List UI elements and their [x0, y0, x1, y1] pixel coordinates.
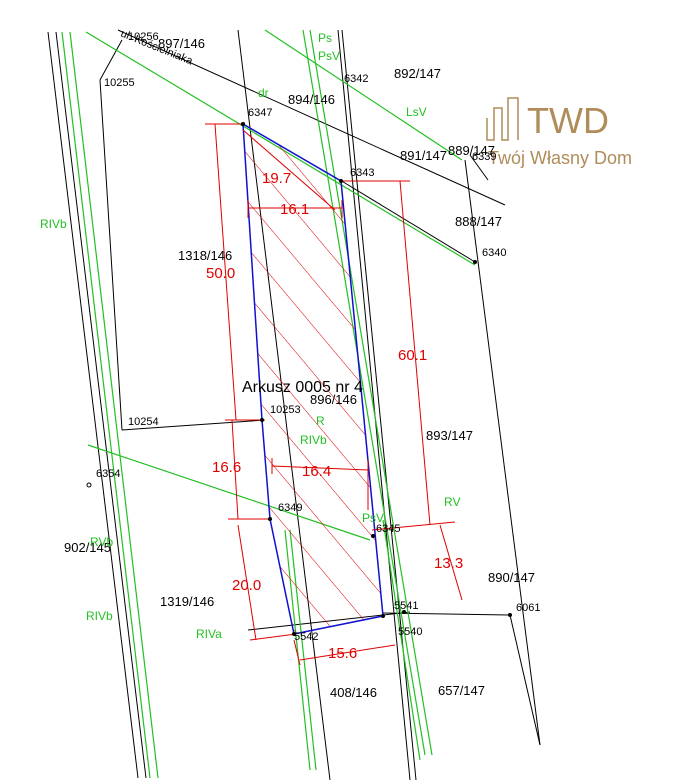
parcel-label: 10256 [128, 31, 159, 43]
point-label: 6347 [248, 107, 272, 119]
point-label: 5540 [398, 626, 422, 638]
sheet-label: Arkusz 0005 nr 4 [242, 379, 363, 396]
soil-class-labels: dr Ps PsV LsV RIVb R RIVb RV PsV RVb RIV… [40, 31, 460, 641]
dimension-lines [205, 123, 463, 666]
point-label: 5541 [394, 600, 418, 612]
parcel-label: 896/146 [310, 392, 357, 407]
parcel-label: 889/147 [448, 143, 495, 158]
parcel-label: 657/147 [438, 683, 485, 698]
soil-label: RIVb [300, 433, 327, 447]
soil-label: RIVb [86, 609, 113, 623]
parcel-label: 891/147 [400, 148, 447, 163]
soil-label: PsV [318, 49, 340, 63]
soil-label: dr [258, 86, 269, 100]
point-label: 6340 [482, 247, 506, 259]
parcel-label: 893/147 [426, 428, 473, 443]
parcel-label: 1318/146 [178, 248, 232, 263]
twd-logo: TWD Twój Własny Dom [486, 97, 632, 168]
parcel-label: 1319/146 [160, 594, 214, 609]
logo-tagline: Twój Własny Dom [488, 148, 632, 168]
soil-label: R [316, 414, 325, 428]
dimension-label: 19.7 [262, 170, 291, 187]
dimension-label: 15.6 [328, 645, 357, 662]
dimension-label: 20.0 [232, 577, 261, 594]
point-label: 10253 [270, 404, 301, 416]
soil-label: RVb [90, 535, 113, 549]
point-label: 6339 [472, 151, 496, 163]
soil-label: Ps [318, 31, 332, 45]
point-label: 6342 [344, 73, 368, 85]
dimension-values: 19.7 16.1 50.0 60.1 16.6 16.4 13.3 20.0 … [206, 170, 463, 662]
soil-label: LsV [406, 105, 427, 119]
logo-brand: TWD [527, 100, 609, 141]
parcel-numbers: 897/146 10256 10255 894/146 892/147 891/… [64, 31, 535, 700]
soil-label: RIVa [196, 627, 222, 641]
point-label: 6061 [516, 602, 540, 614]
survey-points: 6347 6342 6343 6339 6340 10253 6354 6349… [86, 73, 540, 643]
parcel-label: 408/146 [330, 685, 377, 700]
dimension-label: 16.1 [280, 201, 309, 218]
soil-label: PsV [362, 511, 384, 525]
dimension-label: 60.1 [398, 347, 427, 364]
dimension-label: 16.6 [212, 459, 241, 476]
point-label: 6343 [350, 167, 374, 179]
parcel-label: 902/145 [64, 540, 111, 555]
point-label: 6354 [96, 468, 120, 480]
soil-label: RV [444, 495, 460, 509]
dimension-label: 13.3 [434, 555, 463, 572]
point-label: 6349 [278, 502, 302, 514]
dimension-label: 50.0 [206, 265, 235, 282]
point-label: 6345 [376, 523, 400, 535]
parcel-label: 890/147 [488, 570, 535, 585]
parcel-label: 892/147 [394, 66, 441, 81]
house-outline-icon [486, 97, 519, 141]
parcel-label: 10254 [128, 416, 159, 428]
parcel-label: 888/147 [455, 214, 502, 229]
parcel-label: 897/146 [158, 36, 205, 51]
parcel-label: 10255 [104, 77, 135, 89]
parcel-label: 894/146 [288, 92, 335, 107]
point-label: 5542 [294, 631, 318, 643]
dimension-label: 16.4 [302, 463, 331, 480]
soil-label: RIVb [40, 217, 67, 231]
